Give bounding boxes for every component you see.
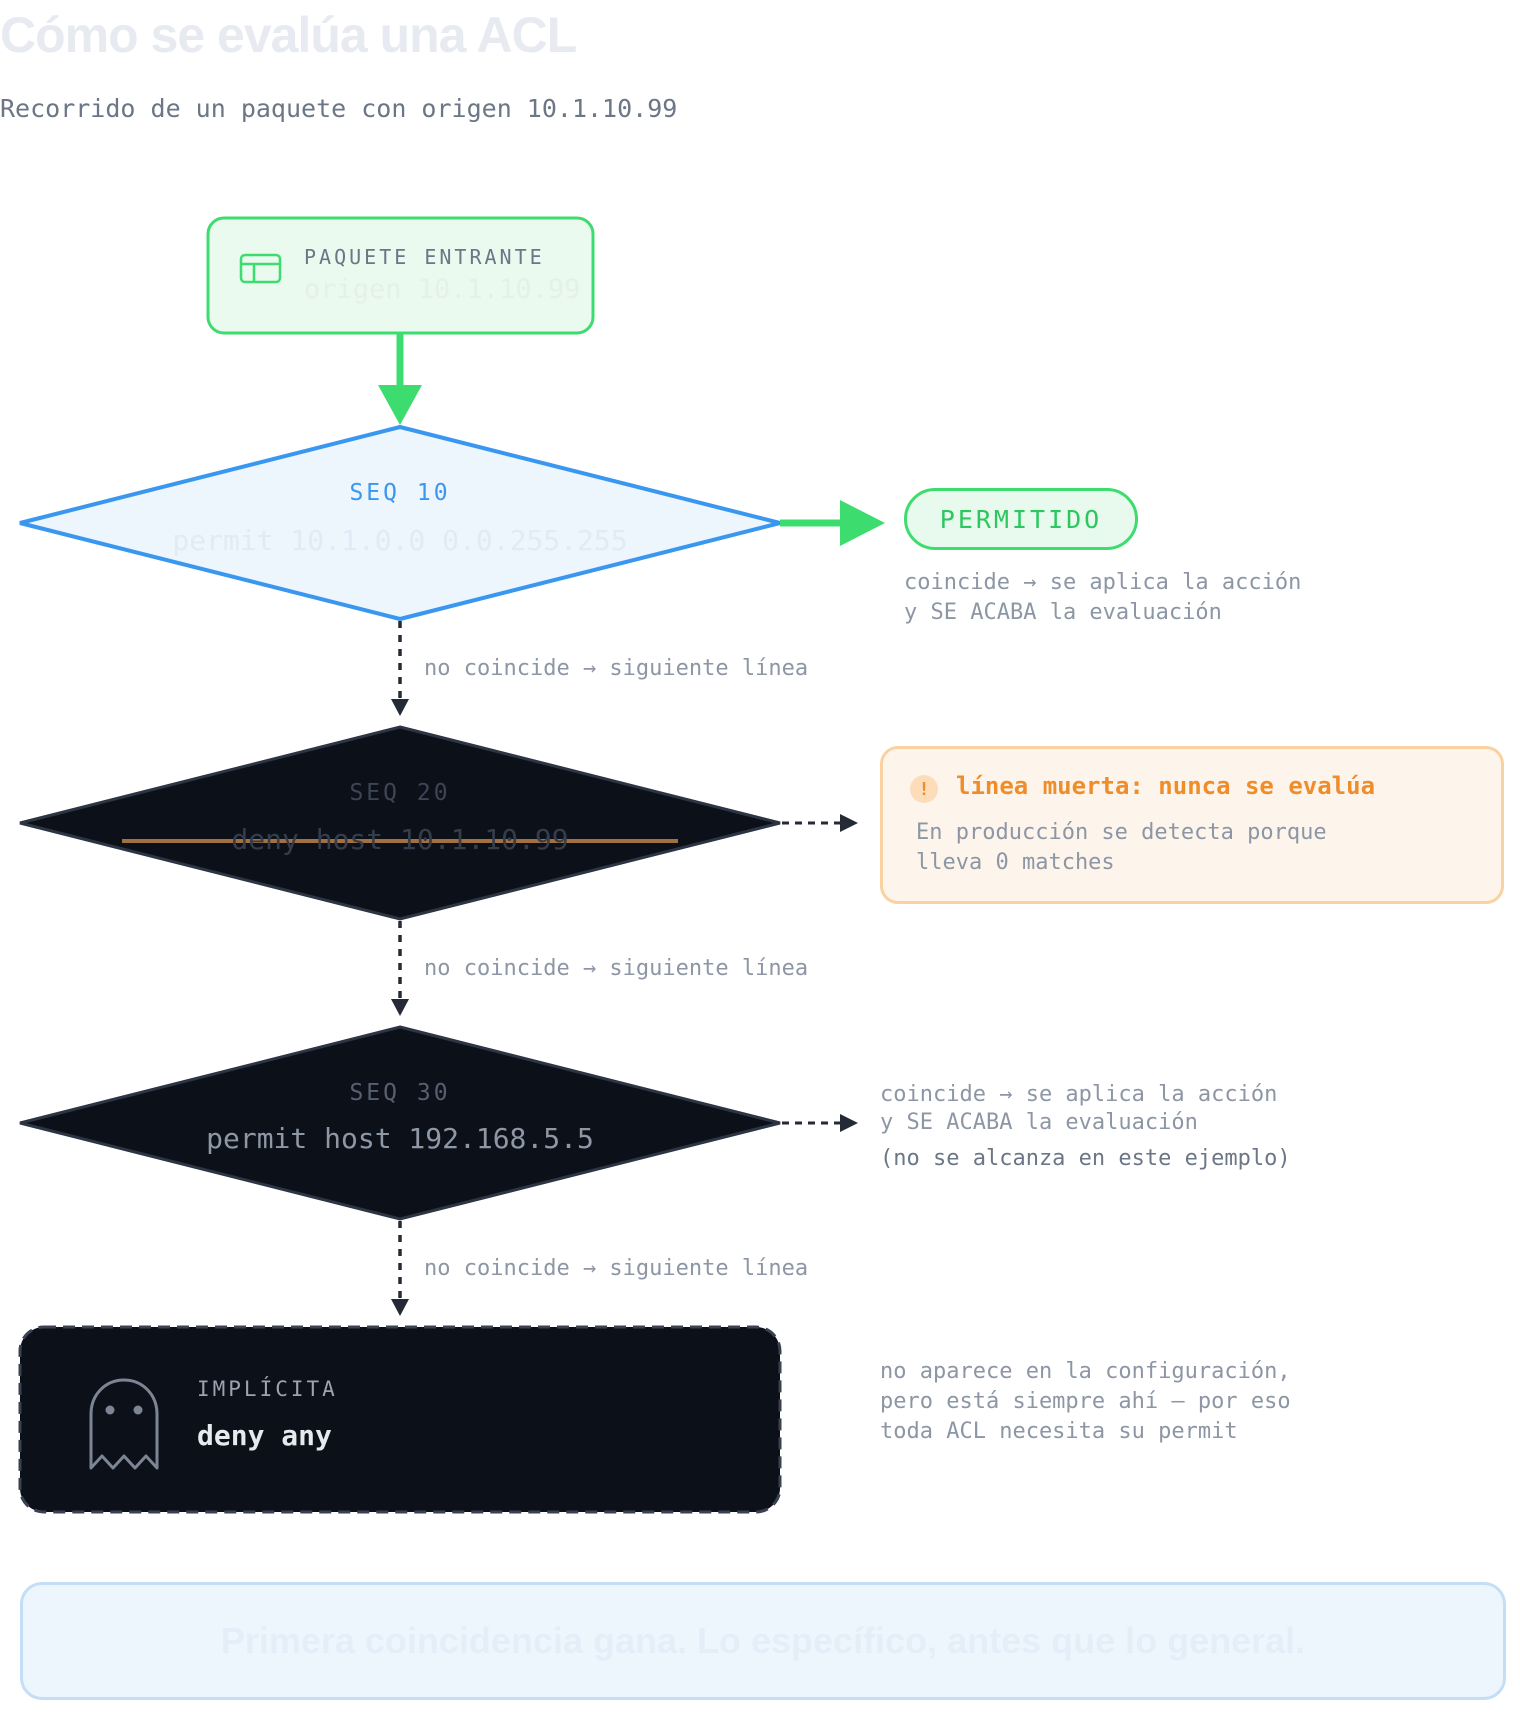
match-arrowhead — [840, 500, 885, 546]
summary-text: Primera coincidencia gana. Lo específico… — [220, 1620, 1306, 1661]
rule-seq30-diamond — [19, 1025, 781, 1221]
edge-label-3: no coincide → siguiente línea — [424, 1256, 809, 1281]
implicit-note-line2: pero está siempre ahí — por eso — [880, 1389, 1291, 1414]
ghost-eye-right — [133, 1405, 143, 1415]
packet-value: origen 10.1.10.99 — [304, 274, 581, 305]
implicit-deny-box — [18, 1325, 782, 1514]
seq30-note-line1: coincide → se aplica la acción — [880, 1082, 1278, 1107]
edge-arrowhead-2 — [391, 999, 409, 1016]
edge-arrowhead-warning — [840, 814, 858, 832]
summary-banner: Primera coincidencia gana. Lo específico… — [20, 1582, 1506, 1700]
rule-seq10-diamond — [19, 424, 781, 622]
rule-seq20-text: deny host 10.1.10.99 — [231, 823, 569, 856]
packet-label: PAQUETE ENTRANTE — [304, 245, 545, 269]
warning-line1: En producción se detecta porque — [916, 820, 1327, 845]
implicit-note-line3: toda ACL necesita su permit — [880, 1419, 1238, 1444]
edge-arrowhead-note — [840, 1114, 858, 1132]
dead-line-warning — [880, 746, 1504, 904]
edge-arrowhead-1 — [391, 699, 409, 716]
edge-arrowhead-3 — [391, 1299, 409, 1316]
rule-seq20-diamond — [19, 725, 781, 921]
rule-seq20-label: SEQ 20 — [349, 780, 451, 806]
implicit-note-line1: no aparece en la configuración, — [880, 1359, 1291, 1384]
ghost-eye-left — [105, 1405, 115, 1415]
edge-label-1: no coincide → siguiente línea — [424, 656, 809, 681]
implicit-label: IMPLÍCITA — [197, 1377, 338, 1401]
rule-seq30-label: SEQ 30 — [349, 1080, 451, 1106]
implicit-value: deny any — [197, 1419, 332, 1452]
seq30-note-line3: (no se alcanza en este ejemplo) — [880, 1146, 1291, 1171]
permitido-note-line1: coincide → se aplica la acción — [904, 570, 1302, 595]
packet-icon — [239, 253, 282, 284]
permitido-note-line2: y SE ACABA la evaluación — [904, 600, 1222, 625]
permitido-badge: PERMITIDO — [904, 488, 1138, 550]
seq30-note-line2: y SE ACABA la evaluación — [880, 1110, 1198, 1135]
warning-title: línea muerta: nunca se evalúa — [956, 772, 1376, 800]
page-subtitle: Recorrido de un paquete con origen 10.1.… — [0, 94, 678, 123]
rule-seq10-label: SEQ 10 — [349, 480, 451, 506]
rule-seq30-text: permit host 192.168.5.5 — [206, 1122, 594, 1155]
warning-line2: lleva 0 matches — [916, 850, 1115, 875]
ghost-icon — [89, 1378, 159, 1470]
rule-seq10-text: permit 10.1.0.0 0.0.255.255 — [172, 524, 628, 557]
warning-icon: ! — [910, 775, 938, 803]
page-title: Cómo se evalúa una ACL — [0, 7, 577, 63]
edge-label-2: no coincide → siguiente línea — [424, 956, 809, 981]
flow-arrowhead-packet — [378, 385, 422, 425]
